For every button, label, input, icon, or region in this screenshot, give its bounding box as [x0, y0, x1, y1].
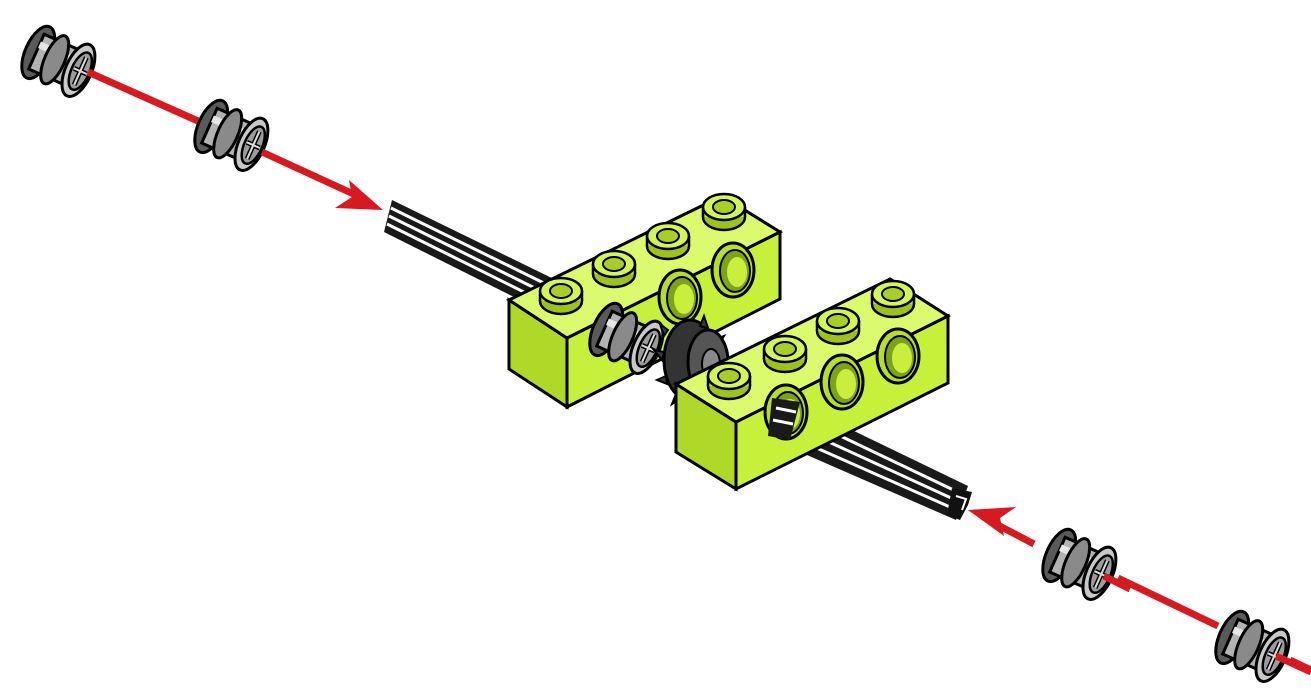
bush-bottom-right-2	[1209, 607, 1296, 687]
bush-bottom-right-1	[1036, 525, 1123, 605]
bush-top-left-1	[15, 22, 102, 102]
bush-top-left-2	[188, 96, 275, 176]
